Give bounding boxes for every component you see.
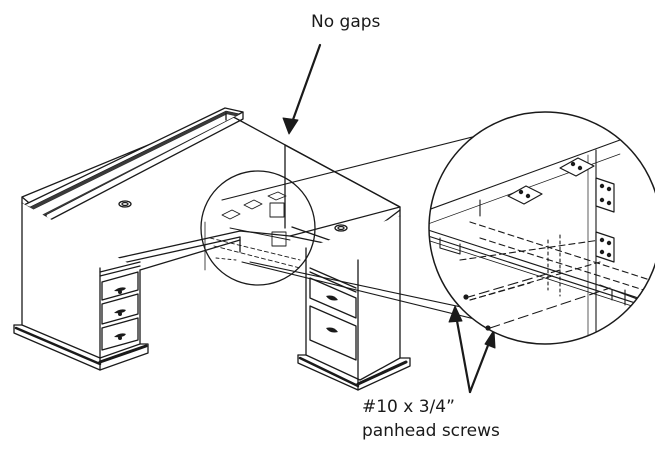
screw-head-1 bbox=[463, 294, 469, 300]
drawer-right-2 bbox=[309, 305, 357, 361]
no-gaps-label: No gaps bbox=[311, 12, 381, 32]
drawer-right-1 bbox=[309, 277, 357, 319]
detail-circle-small bbox=[200, 170, 316, 286]
no-gaps-arrow bbox=[288, 43, 322, 130]
connector-plate-vertical-upper bbox=[595, 177, 615, 213]
right-pedestal bbox=[305, 215, 401, 381]
drawer-left-3 bbox=[101, 317, 139, 351]
drawer-left-2 bbox=[101, 293, 139, 325]
screw-arrow-1 bbox=[453, 308, 472, 394]
screw-type-label: panhead screws bbox=[362, 421, 500, 441]
connector-plate-vertical-lower bbox=[595, 231, 615, 263]
screw-head-2 bbox=[485, 325, 491, 331]
grommet-hole-left bbox=[118, 200, 132, 208]
l-shaped-desk bbox=[13, 107, 411, 391]
connector-plate-top bbox=[559, 157, 595, 177]
leader-line-top bbox=[221, 124, 521, 201]
drawer-left-1 bbox=[101, 271, 139, 301]
screw-spec-label: #10 x 3/4” bbox=[362, 397, 455, 417]
magnified-joint-view bbox=[428, 111, 655, 345]
connector-plate-middle bbox=[507, 185, 543, 205]
grommet-hole-right bbox=[334, 224, 348, 232]
